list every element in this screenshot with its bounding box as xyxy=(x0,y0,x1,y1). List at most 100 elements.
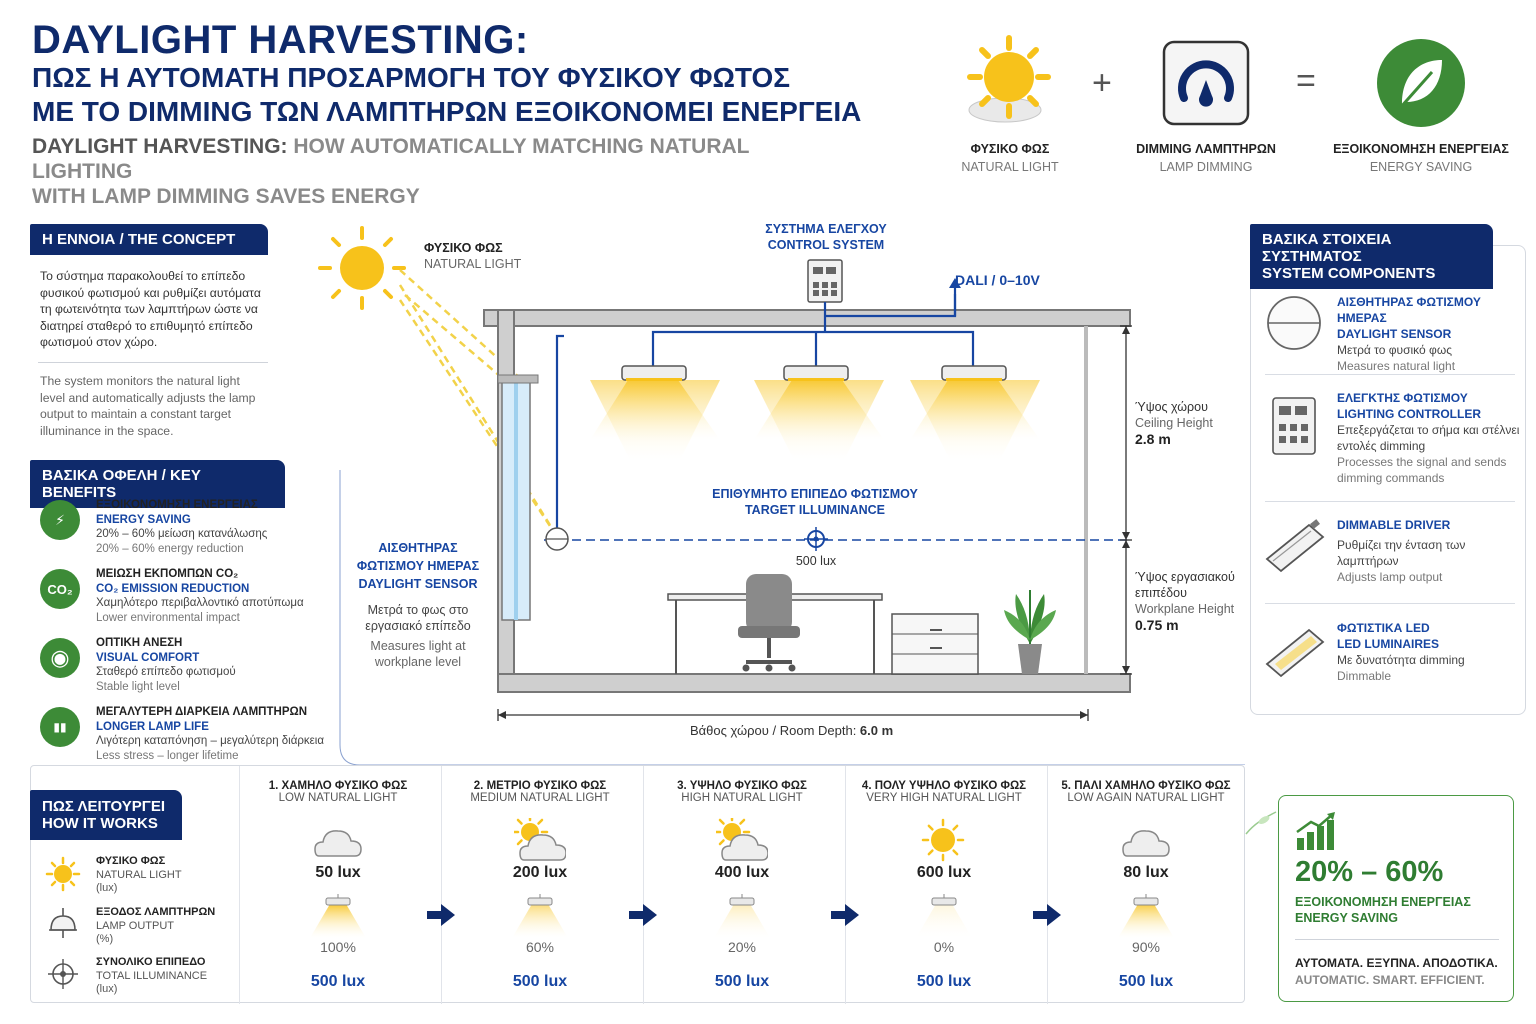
desc-en-2: workplane level xyxy=(374,655,462,669)
lamp-output-value: 90% xyxy=(1131,939,1161,955)
step-2: 2. ΜΕΤΡΙΟ ΦΥΣΙΚΟ ΦΩΣ MEDIUM NATURAL LIGH… xyxy=(439,766,641,1004)
natural-light-label-en: NATURAL LIGHT xyxy=(961,160,1059,174)
how-it-works-panel: 1. ΧΑΜΗΛΟ ΦΥΣΙΚΟ ΦΩΣ LOW NATURAL LIGHT 5… xyxy=(30,765,1245,1004)
ceiling-height-value: 2.8 m xyxy=(1135,431,1171,447)
arrow-right-icon xyxy=(1033,904,1061,926)
lamp-dimming-label-en: LAMP DIMMING xyxy=(1159,160,1253,174)
component-desc-gr: Μετρά το φυσικό φως xyxy=(1337,343,1452,357)
total-lux-value: 500 lux xyxy=(916,973,972,990)
plus-sign: + xyxy=(1092,64,1112,102)
led-luminaire-icon xyxy=(1265,628,1325,678)
heading-en: HOW IT WORKS xyxy=(42,815,158,832)
energy-saving-label-gr: ΕΞΟΙΚΟΝΟΜΗΣΗ ΕΝΕΡΓΕΙΑΣ xyxy=(1333,142,1509,156)
leaf-sprig-icon xyxy=(1245,811,1277,835)
total-lux-value: 500 lux xyxy=(714,973,770,990)
plant-icon xyxy=(1004,590,1056,674)
total-lux-value: 500 lux xyxy=(1118,973,1174,990)
step-1: 1. ΧΑΜΗΛΟ ΦΥΣΙΚΟ ΦΩΣ LOW NATURAL LIGHT 5… xyxy=(237,766,439,1004)
benefit-desc-en: Lower environmental impact xyxy=(96,611,240,624)
label-en: DAYLIGHT SENSOR xyxy=(358,577,478,591)
subtitle-english-line-1: HOW AUTOMATICALLY MATCHING NATURAL LIGHT… xyxy=(32,135,750,183)
target-marker-icon xyxy=(804,527,828,551)
lamp-dimming-label: DIMMING ΛΑΜΠΤΗΡΩΝ LAMP DIMMING xyxy=(1120,140,1292,176)
sun-icon xyxy=(967,35,1051,123)
divider xyxy=(1265,603,1515,604)
total-lux-value: 500 lux xyxy=(310,973,366,990)
component-desc-en: Measures natural light xyxy=(1337,359,1456,373)
luminaire-icon xyxy=(941,365,1007,381)
label-gr-1: Ύψος εργασιακού xyxy=(1135,570,1235,584)
step-title-en: LOW NATURAL LIGHT xyxy=(278,792,398,804)
room-depth-value: 6.0 m xyxy=(859,723,894,738)
lightning-icon: ⚡ xyxy=(40,500,80,540)
legend-title-en: TOTAL ILLUMINANCE xyxy=(96,969,208,982)
legend-natural-light: ΦΥΣΙΚΟ ΦΩΣ NATURAL LIGHT (lux) xyxy=(96,855,182,896)
tagline-gr: ΑΥΤΟΜΑΤΑ. ΕΞΥΠΝΑ. ΑΠΟΔΟΤΙΚΑ. xyxy=(1295,956,1498,970)
room-depth-label: Βάθος χώρου / Room Depth: 6.0 m xyxy=(690,723,893,739)
benefit-title-gr: ΜΕΙΩΣΗ ΕΚΠΟΜΠΩΝ CO₂ xyxy=(96,568,239,580)
concept-heading: Η ΕΝΝΟΙΑ / THE CONCEPT xyxy=(30,224,268,255)
lamp-output-value: 100% xyxy=(320,939,356,955)
components-heading: ΒΑΣΙΚΑ ΣΤΟΙΧΕΙΑ ΣΥΣΤΗΜΑΤΟΣ SYSTEM COMPON… xyxy=(1250,224,1493,289)
component-title-gr: ΕΛΕΓΚΤΗΣ ΦΩΤΙΣΜΟΥ xyxy=(1337,391,1468,405)
office-chair-icon xyxy=(738,574,800,672)
savings-panel: 20% – 60% ΕΞΟΙΚΟΝΟΜΗΣΗ ΕΝΕΡΓΕΙΑΣ ENERGY … xyxy=(1278,795,1514,1002)
label-en: Workplane Height xyxy=(1135,602,1235,616)
daylight-sensor-icon xyxy=(1267,296,1321,350)
step-title-en: MEDIUM NATURAL LIGHT xyxy=(470,792,610,804)
label-gr: Ύψος χώρου xyxy=(1135,400,1208,414)
diagram-sun-icon xyxy=(318,226,406,310)
benefit-title-en: ENERGY SAVING xyxy=(96,513,191,526)
eye-icon: ◉ xyxy=(40,638,80,678)
legend-total-illuminance: ΣΥΝΟΛΙΚΟ ΕΠΙΠΕΔΟ TOTAL ILLUMINANCE (lux) xyxy=(96,956,207,997)
label-gr-1: ΑΙΣΘΗΤΗΡΑΣ xyxy=(378,541,458,555)
component-title-en: LED LUMINAIRES xyxy=(1337,637,1439,651)
step-title-en: VERY HIGH NATURAL LIGHT xyxy=(866,792,1022,804)
luminaire-icon xyxy=(783,365,849,381)
legend-unit: (lux) xyxy=(96,983,118,995)
subtitle-english-bold: DAYLIGHT HARVESTING: xyxy=(32,135,288,158)
concept-text-english: The system monitors the natural light le… xyxy=(40,374,256,438)
component-title-gr: ΑΙΣΘΗΤΗΡΑΣ ΦΩΤΙΣΜΟΥ ΗΜΕΡΑΣ xyxy=(1337,295,1481,325)
benefit-visual-comfort: ◉ ΟΠΤΙΚΗ ΑΝΕΣΗ VISUAL COMFORT Σταθερό επ… xyxy=(38,636,328,694)
target-illuminance-label: ΕΠΙΘΥΜΗΤΟ ΕΠΙΠΕΔΟ ΦΩΤΙΣΜΟΥ TARGET ILLUMI… xyxy=(690,486,940,518)
savings-tagline: ΑΥΤΟΜΑΤΑ. ΕΞΥΠΝΑ. ΑΠΟΔΟΤΙΚΑ. AUTOMATIC. … xyxy=(1295,955,1498,989)
benefit-co2-reduction: CO₂ ΜΕΙΩΣΗ ΕΚΠΟΜΠΩΝ CO₂ CO₂ EMISSION RED… xyxy=(38,567,328,625)
energy-saving-label: ΕΞΟΙΚΟΝΟΜΗΣΗ ΕΝΕΡΓΕΙΑΣ ENERGY SAVING xyxy=(1330,140,1512,176)
workplane-height-value: 0.75 m xyxy=(1135,617,1179,633)
legend-title-gr: ΦΥΣΙΚΟ ΦΩΣ xyxy=(96,855,166,867)
ceiling-height-label: Ύψος χώρου Ceiling Height 2.8 m xyxy=(1135,399,1213,447)
how-it-works-heading: ΠΩΣ ΛΕΙΤΟΥΡΓΕΙ HOW IT WORKS xyxy=(30,790,182,840)
label-en: ENERGY SAVING xyxy=(1295,911,1399,925)
component-title-en: DAYLIGHT SENSOR xyxy=(1337,327,1452,341)
energy-saving-label-en: ENERGY SAVING xyxy=(1369,160,1473,174)
benefit-title-gr: ΟΠΤΙΚΗ ΑΝΕΣΗ xyxy=(96,637,183,649)
lamp-output-value: 20% xyxy=(727,939,757,955)
component-desc-en: Adjusts lamp output xyxy=(1337,570,1443,584)
step-title-gr: 3. ΥΨΗΛΟ ΦΥΣΙΚΟ ΦΩΣ xyxy=(677,780,807,792)
component-title-gr: ΦΩΤΙΣΤΙΚΑ LED xyxy=(1337,621,1430,635)
total-lux-value: 500 lux xyxy=(512,973,568,990)
divider xyxy=(1047,766,1048,1004)
lamp-icon xyxy=(49,908,77,938)
step-4: 4. ΠΟΛΥ ΥΨΗΛΟ ΦΥΣΙΚΟ ΦΩΣ VERY HIGH NATUR… xyxy=(843,766,1045,1004)
step-title-gr: 2. ΜΕΤΡΙΟ ΦΥΣΙΚΟ ΦΩΣ xyxy=(473,780,607,792)
lamp-output-value: 0% xyxy=(933,939,955,955)
legend-title-gr: ΕΞΟΔΟΣ ΛΑΜΠΤΗΡΩΝ xyxy=(96,906,216,918)
growth-chart-icon xyxy=(1296,812,1335,850)
lamp-dimming-label-gr: DIMMING ΛΑΜΠΤΗΡΩΝ xyxy=(1136,142,1276,156)
target-lux-value: 500 lux xyxy=(795,554,837,568)
arrow-right-icon xyxy=(629,904,657,926)
step-title-gr: 1. ΧΑΜΗΛΟ ΦΥΣΙΚΟ ΦΩΣ xyxy=(268,780,408,792)
workplane-height-label: Ύψος εργασιακού επιπέδου Workplane Heigh… xyxy=(1135,569,1235,633)
benefit-title-en: LONGER LAMP LIFE xyxy=(96,720,209,733)
leaf-icon xyxy=(1377,39,1465,127)
benefit-desc-gr: 20% – 60% μείωση κατανάλωσης xyxy=(96,528,268,540)
label-en: TARGET ILLUMINANCE xyxy=(744,503,886,517)
dimming-dial-icon xyxy=(1162,40,1250,126)
desc-gr-1: Μετρά το φως στο xyxy=(367,603,469,617)
legend-unit: (lux) xyxy=(96,882,118,894)
natural-lux-value: 600 lux xyxy=(916,864,972,881)
diagram-natural-light-label: ΦΥΣΙΚΟ ΦΩΣ NATURAL LIGHT xyxy=(424,240,521,272)
component-desc-gr: Ρυθμίζει την ένταση των λαμπτήρων xyxy=(1337,538,1466,568)
